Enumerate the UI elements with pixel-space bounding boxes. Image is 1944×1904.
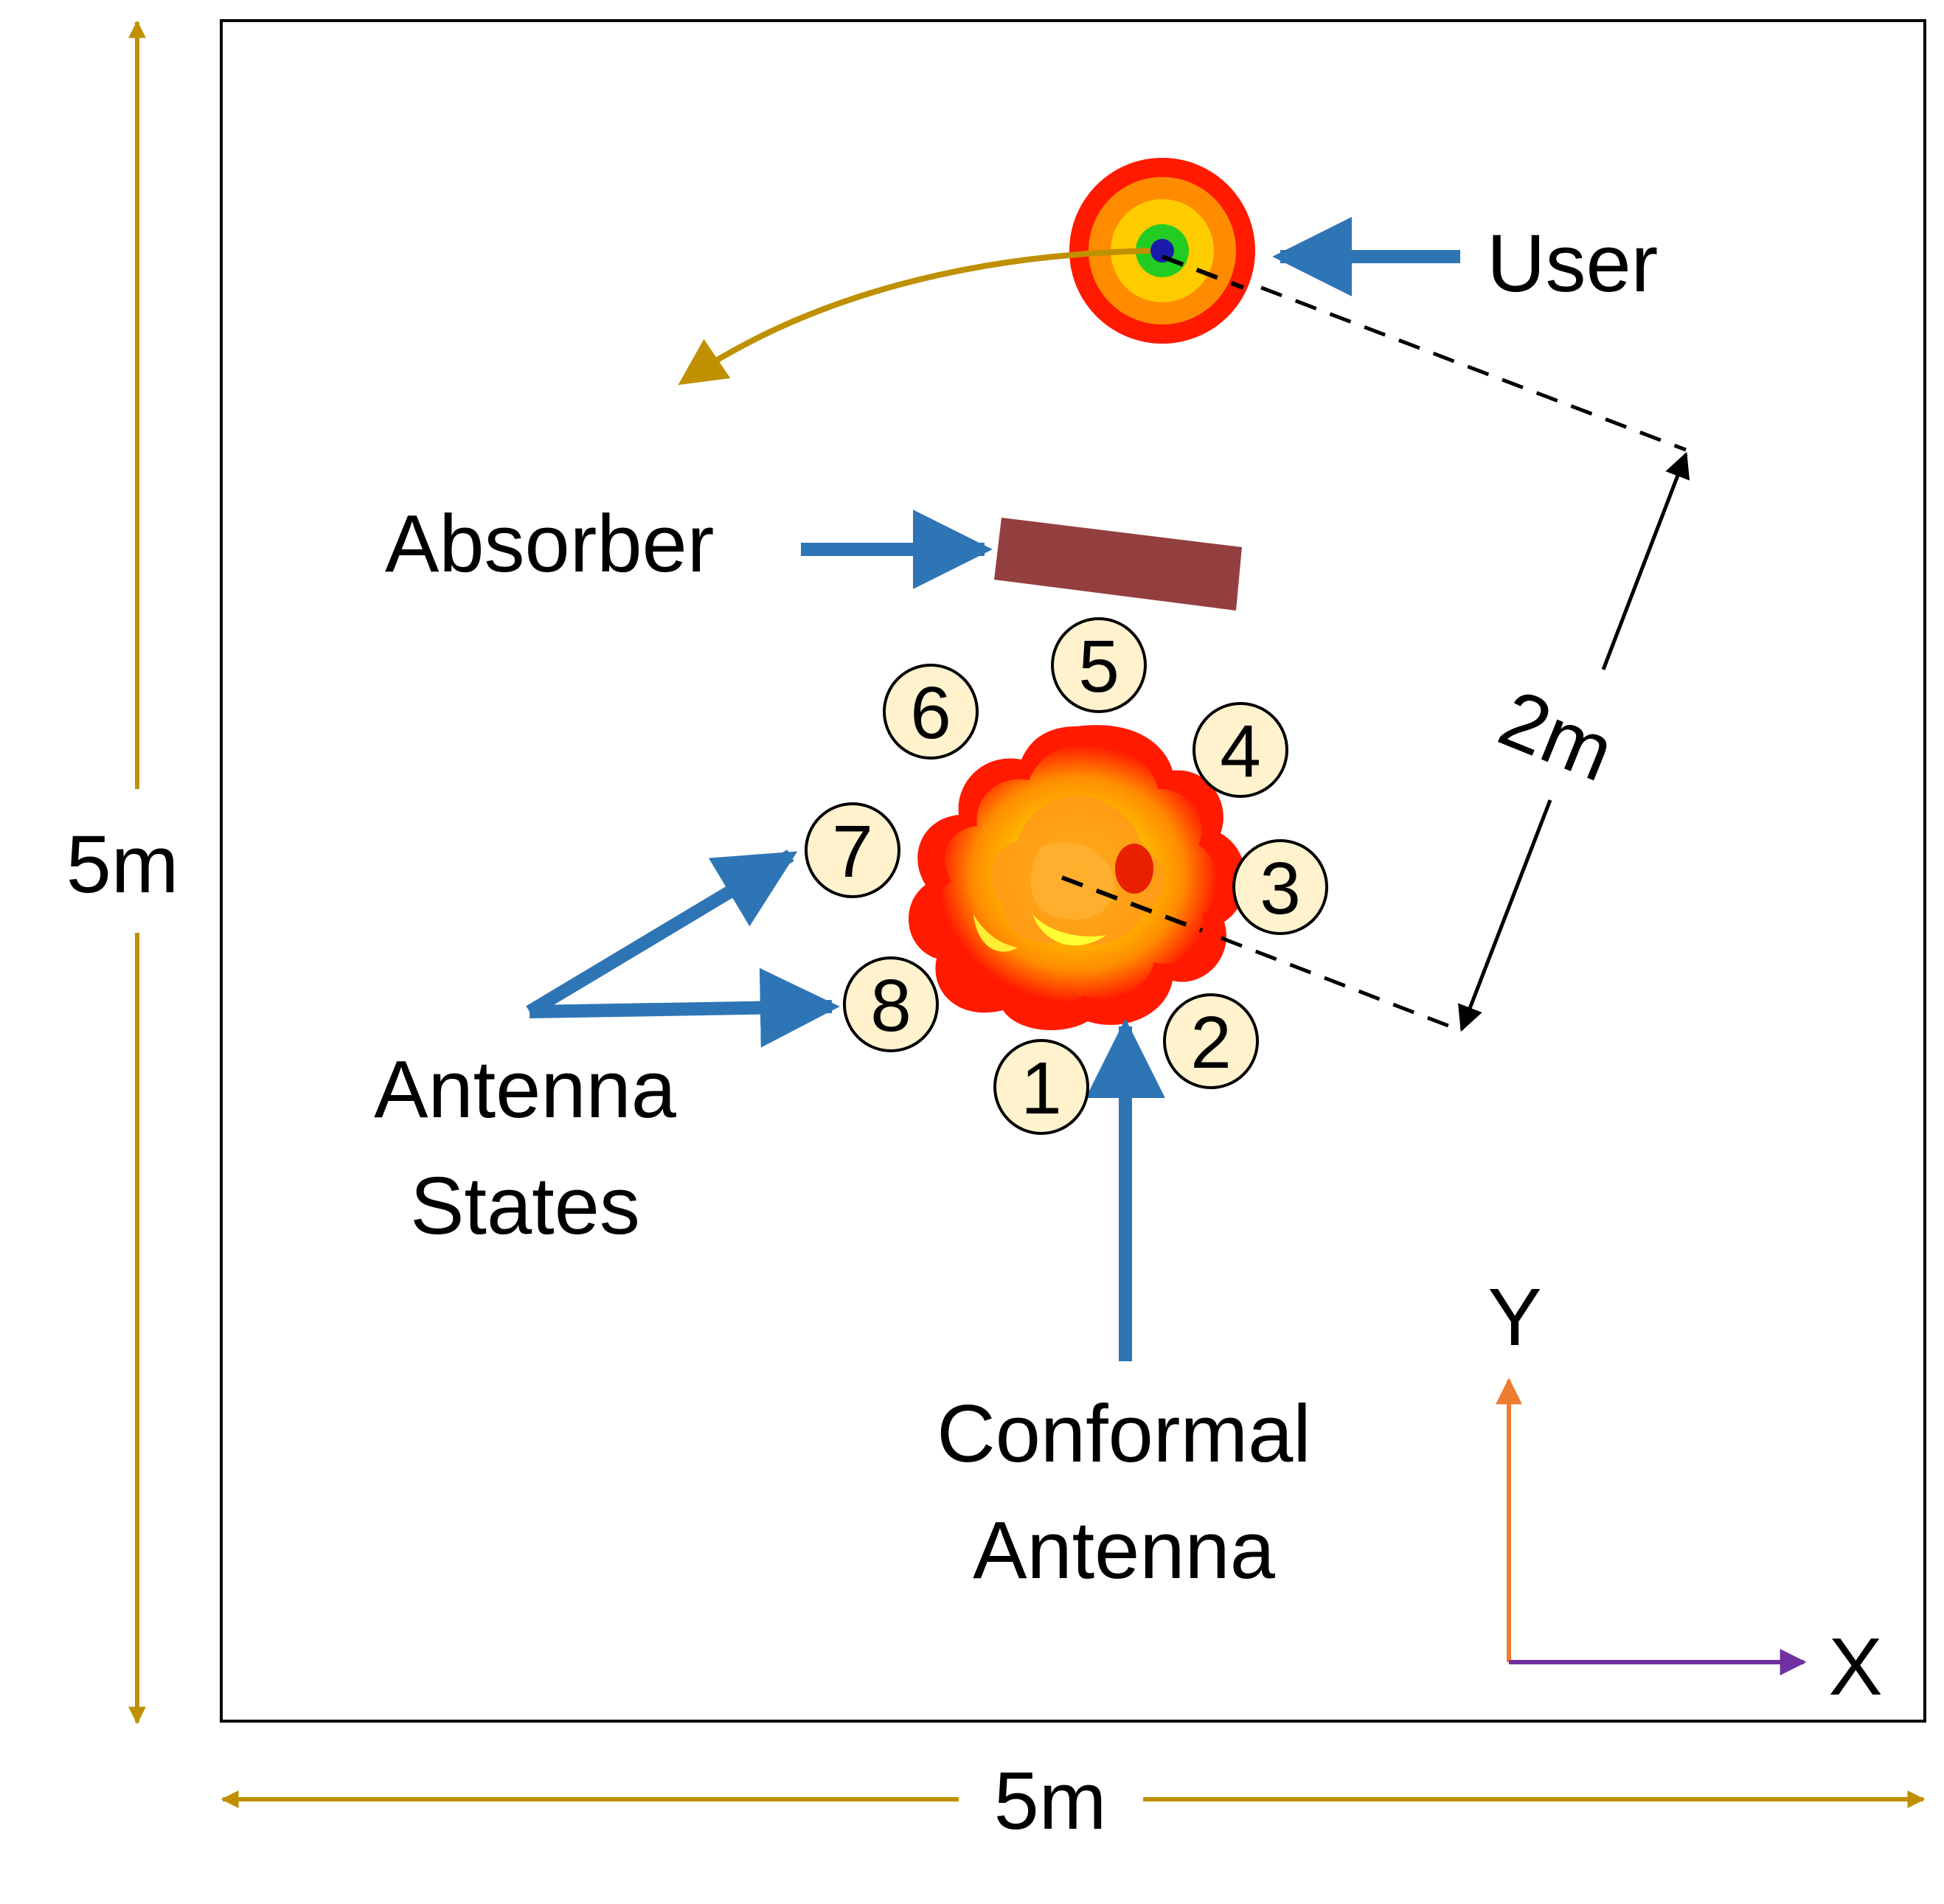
antenna-state-7: 7	[805, 802, 900, 898]
antenna-state-8: 8	[843, 956, 939, 1052]
absorber-label: Absorber	[385, 498, 714, 589]
antenna-states-callout-arrow-8	[529, 967, 840, 1048]
user-motion-arrow	[678, 248, 1151, 386]
room-height-label: 5m	[66, 819, 179, 910]
antenna-state-8-label: 8	[870, 965, 912, 1047]
antenna-states-label-line1: Antenna	[374, 1044, 677, 1135]
antenna-state-2-label: 2	[1190, 1001, 1232, 1084]
antenna-states-callout-arrow-7	[526, 849, 798, 1018]
antenna-state-2: 2	[1163, 993, 1259, 1089]
distance-label: 2m	[1487, 673, 1626, 799]
antenna-state-5-label: 5	[1078, 625, 1119, 708]
antenna-state-3-label: 3	[1260, 847, 1301, 930]
room-width-dimension: 5m	[221, 1756, 1926, 1846]
user-label: User	[1487, 218, 1658, 309]
antenna-state-1-label: 1	[1021, 1047, 1062, 1130]
y-axis-label: Y	[1487, 1272, 1541, 1363]
conformal-antenna-label-line2: Antenna	[973, 1505, 1276, 1596]
antenna-state-3: 3	[1232, 839, 1328, 935]
antenna-states-label-line2: States	[410, 1161, 640, 1251]
antenna-state-4-label: 4	[1220, 710, 1261, 793]
absorber-block	[994, 518, 1242, 611]
room-height-dimension: 5m	[66, 20, 179, 1725]
antenna-state-7-label: 7	[832, 810, 873, 893]
user-marker	[1069, 158, 1255, 344]
antenna-state-6-label: 6	[910, 672, 951, 754]
antenna-state-4: 4	[1193, 702, 1288, 798]
room-boundary	[220, 19, 1926, 1723]
x-axis-label: X	[1828, 1622, 1882, 1712]
conformal-antenna-label-line1: Conformal	[937, 1389, 1311, 1479]
antenna-state-5: 5	[1051, 617, 1147, 713]
antenna-state-6: 6	[883, 664, 979, 760]
antenna-state-1: 1	[993, 1039, 1089, 1135]
room-width-label: 5m	[994, 1756, 1107, 1846]
radiation-pattern	[909, 725, 1246, 1030]
